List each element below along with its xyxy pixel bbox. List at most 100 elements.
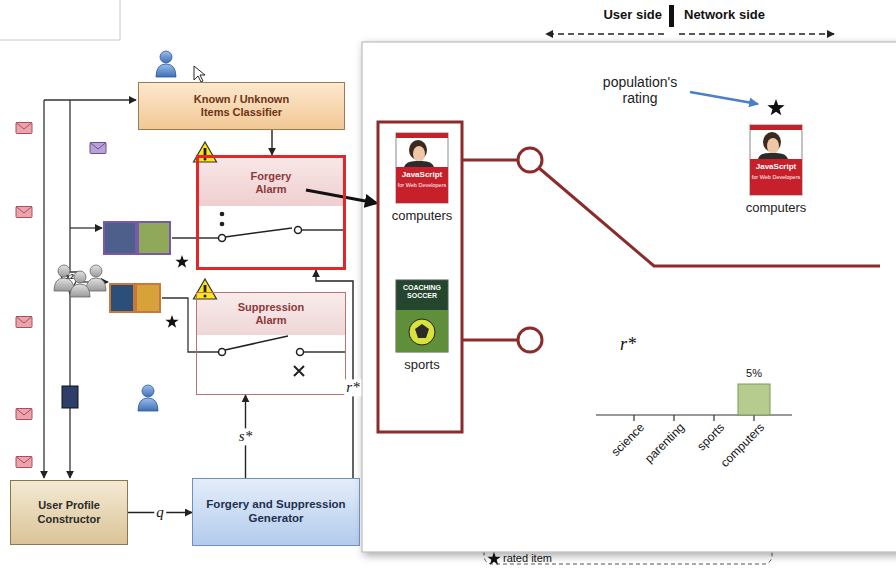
signal-wire [162, 298, 218, 352]
side-label: Network side [684, 8, 765, 23]
item-caption: sports [404, 358, 439, 373]
legend-star [487, 552, 500, 565]
bar-value: 5% [746, 367, 762, 380]
signal-arrow [128, 512, 192, 513]
process-box: User Profile Constructor [10, 480, 128, 545]
box-label: Forgery and Suppression Generator [201, 498, 351, 526]
axis-category: computers [718, 421, 767, 470]
book-cover [396, 310, 448, 352]
edge-label: r* [344, 379, 361, 396]
mail-icon [16, 123, 32, 134]
book-cover [750, 125, 802, 195]
user-group-icon [54, 265, 74, 291]
cover-subtitle: for Web Developers [397, 182, 447, 188]
signal-arrow [271, 130, 272, 155]
signal-arrow [316, 270, 353, 478]
user-group-icon [54, 265, 106, 297]
user-icon [138, 51, 176, 411]
signal-wire [44, 100, 346, 478]
axis-category: parenting [643, 421, 688, 466]
book-thumbnail [104, 222, 136, 254]
alarm-box: Forgery Alarm [196, 155, 346, 270]
side-divider [546, 5, 834, 34]
alarm-icon [194, 279, 217, 299]
box-label: Known / Unknown Items Classifier [182, 93, 302, 119]
alarm-box: Suppression Alarm [196, 292, 346, 395]
box-fill [192, 478, 360, 546]
bracket-switch [518, 148, 542, 172]
bracket-switch [539, 168, 880, 266]
switch-symbol [225, 336, 288, 350]
user-icon [156, 51, 176, 77]
box-fill [196, 155, 346, 270]
user-icon [138, 385, 158, 411]
signal-arrow [245, 395, 246, 478]
frame-corner [0, 0, 120, 40]
book-thumbnail [62, 386, 78, 408]
item-caption: computers [746, 201, 807, 216]
cover-subtitle: for Web Developers [751, 174, 801, 180]
multiplier-label: x2 [66, 273, 74, 281]
book-thumbnail [104, 222, 170, 312]
item-caption: computers [392, 209, 453, 224]
rating-star [165, 315, 178, 328]
signal-wire [70, 227, 102, 228]
histogram [634, 415, 754, 421]
switch-symbol [295, 227, 302, 234]
side-label: User side [603, 8, 662, 23]
mail-icon [16, 457, 32, 468]
bracket-switch [518, 328, 542, 352]
axis-title: r* [620, 334, 636, 355]
book-cover [396, 280, 448, 352]
edge-label: s* [237, 428, 254, 445]
edge-label: q [154, 504, 166, 521]
rating-star [175, 255, 188, 268]
signal-wire [44, 99, 136, 100]
switch-symbol [220, 222, 223, 225]
box-fill [138, 82, 345, 130]
box-label: Forgery Alarm [241, 170, 301, 196]
rating-star [165, 255, 188, 328]
box-label: Suppression Alarm [231, 301, 311, 327]
mail-icon [90, 143, 106, 154]
axis-category: science [609, 421, 648, 460]
switch-symbol [225, 228, 292, 237]
switch-symbol [297, 349, 304, 356]
switch-symbol [220, 212, 223, 215]
book-cover [396, 167, 448, 203]
histogram [596, 384, 792, 421]
switch-symbol [294, 366, 304, 376]
rating-star [767, 99, 784, 115]
book-cover [396, 133, 448, 203]
book-cover [396, 280, 448, 352]
side-divider [669, 5, 674, 27]
book-cover [415, 324, 429, 338]
bracket-switch [462, 339, 518, 342]
book-cover [750, 159, 802, 195]
mouse-cursor [194, 66, 205, 82]
bracket-switch [462, 159, 518, 162]
switch-symbol [219, 349, 226, 356]
book-cover [758, 153, 788, 159]
book-cover [396, 133, 448, 138]
classifier-box: Known / Unknown Items Classifier [138, 82, 345, 130]
cover-title: JavaScript [397, 170, 447, 179]
switch-symbol [219, 212, 305, 376]
mail-icon [90, 143, 106, 154]
box-fills [10, 82, 360, 546]
box-label: User Profile Constructor [19, 499, 119, 525]
book-thumbnail [138, 222, 170, 254]
side-divider [546, 33, 664, 35]
bracket-switch [378, 122, 880, 432]
book-cover [767, 138, 779, 154]
legend-text: rated item [503, 552, 552, 565]
book-cover [404, 161, 434, 167]
callout-text: population's rating [590, 74, 690, 106]
book-cover [409, 319, 435, 345]
side-divider [679, 33, 834, 35]
user-group-icon [70, 271, 90, 297]
box-fill [10, 480, 128, 545]
book-cover [413, 146, 425, 162]
zoom-panel [362, 42, 896, 552]
